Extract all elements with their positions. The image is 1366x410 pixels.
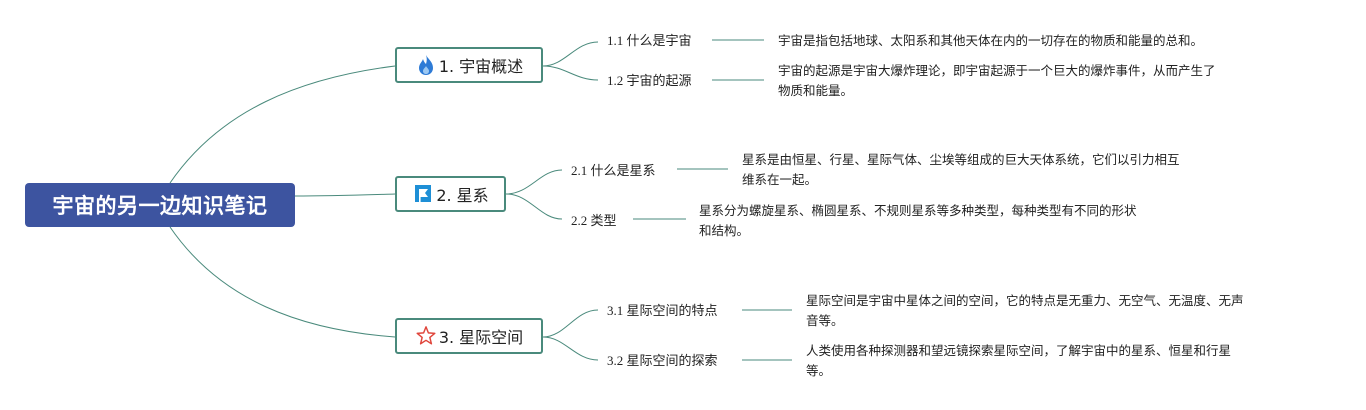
topic-label: 1. 宇宙概述 (438, 57, 524, 76)
subtopic-space-exploration[interactable]: 3.2 星际空间的探索 (607, 353, 718, 368)
root-link-2 (294, 193, 396, 197)
note-space-exploration: 人类使用各种探测器和望远镜探索星际空间，了解宇宙中的星系、恒星和行星 等。 (806, 341, 1231, 381)
flame-icon (415, 54, 437, 76)
note-line: 和结构。 (699, 223, 750, 238)
note-universe-origin: 宇宙的起源是宇宙大爆炸理论，即宇宙起源于一个巨大的爆炸事件，从而产生了 物质和能… (778, 61, 1216, 101)
note-what-is-galaxy: 星系是由恒星、行星、星际气体、尘埃等组成的巨大天体系统，它们以引力相互 维系在一… (742, 150, 1180, 190)
subtopic-galaxy-types[interactable]: 2.2 类型 (571, 213, 617, 228)
root-topic[interactable]: 宇宙的另一边知识笔记 (25, 183, 295, 227)
topic-label: 3. 星际空间 (438, 328, 524, 347)
topic3-link-b (542, 336, 599, 361)
topic3-link-a (542, 309, 599, 338)
root-link-3 (169, 226, 396, 338)
subtopic-what-is-universe[interactable]: 1.1 什么是宇宙 (607, 33, 692, 48)
root-link-1 (169, 65, 396, 184)
note-line: 宇宙的起源是宇宙大爆炸理论，即宇宙起源于一个巨大的爆炸事件，从而产生了 (778, 63, 1216, 78)
note-space-features: 星际空间是宇宙中星体之间的空间，它的特点是无重力、无空气、无温度、无声 音等。 (806, 291, 1244, 331)
note-what-is-universe: 宇宙是指包括地球、太阳系和其他天体在内的一切存在的物质和能量的总和。 (778, 31, 1203, 51)
note-line: 音等。 (806, 313, 844, 328)
subtopic-what-is-galaxy[interactable]: 2.1 什么是星系 (571, 163, 656, 178)
topic-interstellar-space[interactable]: 3. 星际空间 (395, 318, 543, 354)
topic2-link-a (505, 169, 563, 195)
root-title: 宇宙的另一边知识笔记 (52, 194, 268, 218)
note-line: 等。 (806, 363, 832, 378)
topic1-link-a (542, 41, 599, 67)
subtopic-space-features[interactable]: 3.1 星际空间的特点 (607, 303, 718, 318)
note-line: 宇宙是指包括地球、太阳系和其他天体在内的一切存在的物质和能量的总和。 (778, 33, 1204, 48)
note-line: 维系在一起。 (742, 172, 818, 187)
note-line: 星系分为螺旋星系、椭圆星系、不规则星系等多种类型，每种类型有不同的形状 (699, 203, 1137, 218)
topic-overview[interactable]: 1. 宇宙概述 (395, 47, 543, 83)
subtopic-universe-origin[interactable]: 1.2 宇宙的起源 (607, 73, 692, 88)
note-line: 人类使用各种探测器和望远镜探索星际空间，了解宇宙中的星系、恒星和行星 (806, 343, 1232, 358)
star-outline-icon (415, 325, 437, 347)
note-galaxy-types: 星系分为螺旋星系、椭圆星系、不规则星系等多种类型，每种类型有不同的形状 和结构。 (699, 201, 1137, 241)
topic1-link-b (542, 65, 599, 81)
note-line: 星系是由恒星、行星、星际气体、尘埃等组成的巨大天体系统，它们以引力相互 (742, 152, 1180, 167)
flag-icon (412, 183, 434, 205)
topic-galaxy[interactable]: 2. 星系 (395, 176, 506, 212)
note-line: 物质和能量。 (778, 83, 854, 98)
topic2-link-b (505, 193, 563, 220)
topic-label: 2. 星系 (436, 186, 489, 205)
note-line: 星际空间是宇宙中星体之间的空间，它的特点是无重力、无空气、无温度、无声 (806, 293, 1244, 308)
